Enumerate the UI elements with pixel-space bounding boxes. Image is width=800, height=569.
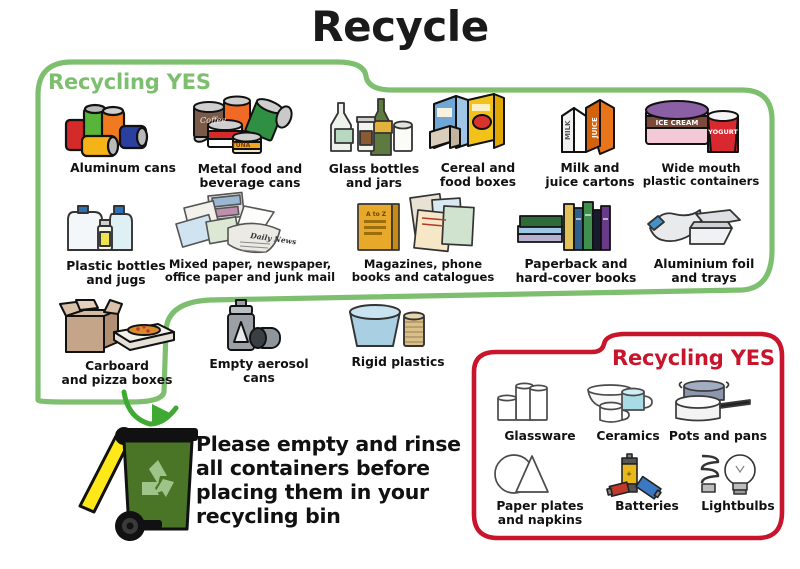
item-books: Paperback and hard-cover books (512, 196, 640, 286)
plastic-bottles-icon (58, 198, 174, 258)
aluminium-foil-icon (644, 198, 764, 256)
item-label: Aluminum cans (70, 161, 176, 175)
svg-text:ICE CREAM: ICE CREAM (656, 119, 699, 127)
item-plastic-containers: ICE CREAM YOGURT Wide mouth plastic cont… (636, 94, 766, 188)
item-label: Rigid plastics (351, 355, 445, 369)
item-cereal-boxes: Cereal and food boxes (420, 92, 536, 190)
svg-text:TUNA: TUNA (232, 142, 251, 149)
item-label: Wide mouth plastic containers (642, 161, 760, 189)
recycle-logo-icon (142, 460, 174, 497)
page-title: Recycle (311, 2, 489, 51)
item-lightbulbs: Lightbulbs (688, 452, 788, 514)
item-aluminium-foil: Aluminium foil and trays (644, 198, 764, 286)
svg-text:Coffee: Coffee (200, 116, 226, 125)
instruction-message: Please empty and rinse all containers be… (196, 432, 461, 528)
aluminum-cans-icon (58, 100, 188, 160)
item-milk-cartons: MILK JUICE Milk and juice cartons (532, 94, 648, 190)
metal-cans-icon: Coffee TUNA (180, 95, 320, 161)
cardboard-boxes-icon (52, 298, 182, 358)
item-glassware: Glassware (482, 382, 598, 444)
item-batteries: + Batteries (594, 452, 700, 514)
item-label: Plastic bottles and jugs (66, 259, 166, 287)
pots-and-pans-icon (658, 380, 778, 428)
svg-text:JUICE: JUICE (591, 117, 599, 139)
item-label: Paper plates and napkins (496, 499, 584, 527)
svg-text:+: + (626, 470, 632, 478)
paper-plates-icon (478, 452, 602, 498)
recycling-wheelie-bin-icon (78, 420, 216, 550)
rigid-plastics-icon (336, 300, 460, 354)
svg-text:YOGURT: YOGURT (707, 128, 738, 136)
svg-text:A to Z: A to Z (366, 211, 387, 218)
item-pots-and-pans: Pots and pans (658, 380, 778, 444)
ceramics-icon (570, 382, 686, 428)
reject-section-heading: Recycling YES (612, 346, 775, 370)
item-label: Paperback and hard-cover books (515, 257, 637, 285)
item-magazines: A to Z Magazines, phone books and catalo… (348, 192, 498, 285)
item-rigid-plastics: Rigid plastics (336, 300, 460, 370)
item-ceramics: Ceramics (570, 382, 686, 444)
batteries-icon: + (594, 452, 700, 500)
item-label: Magazines, phone books and catalogues (351, 257, 495, 285)
item-paper-plates: Paper plates and napkins (478, 452, 602, 528)
item-label: Ceramics (596, 429, 660, 443)
glassware-icon (482, 382, 598, 428)
item-label: Milk and juice cartons (545, 161, 635, 189)
item-label: Carboard and pizza boxes (61, 359, 173, 387)
item-label: Mixed paper, newspaper, office paper and… (164, 257, 336, 285)
item-label: Glass bottles and jars (328, 162, 420, 190)
magazines-icon: A to Z (348, 192, 498, 256)
item-label: Metal food and beverage cans (197, 162, 303, 190)
aerosol-can-icon (196, 298, 322, 356)
item-label: Empty aerosol cans (209, 357, 309, 385)
item-label: Glassware (504, 429, 576, 443)
accept-section-heading: Recycling YES (48, 70, 211, 94)
mixed-paper-icon: Daily News (164, 191, 336, 256)
item-plastic-bottles: Plastic bottles and jugs (58, 198, 174, 288)
lightbulbs-icon (688, 452, 788, 498)
item-label: Pots and pans (668, 429, 768, 443)
item-aerosol-can: Empty aerosol cans (196, 298, 322, 386)
item-label: Aluminium foil and trays (653, 257, 755, 285)
item-cardboard-boxes: Carboard and pizza boxes (52, 298, 182, 388)
item-aluminum-cans: Aluminum cans (58, 100, 188, 176)
glass-bottles-icon (316, 95, 432, 161)
cereal-boxes-icon (420, 92, 536, 160)
item-metal-cans: Coffee TUNA Metal food and beverage cans (180, 95, 320, 191)
svg-text:MILK: MILK (564, 120, 572, 140)
item-mixed-paper: Daily News Mixed paper, newspaper, offic… (164, 191, 336, 285)
milk-cartons-icon: MILK JUICE (532, 94, 648, 160)
books-icon (512, 196, 640, 256)
item-label: Batteries (615, 499, 679, 513)
plastic-containers-icon: ICE CREAM YOGURT (636, 94, 766, 160)
item-label: Cereal and food boxes (439, 161, 517, 189)
item-label: Lightbulbs (701, 499, 775, 513)
item-glass-bottles: Glass bottles and jars (316, 95, 432, 191)
